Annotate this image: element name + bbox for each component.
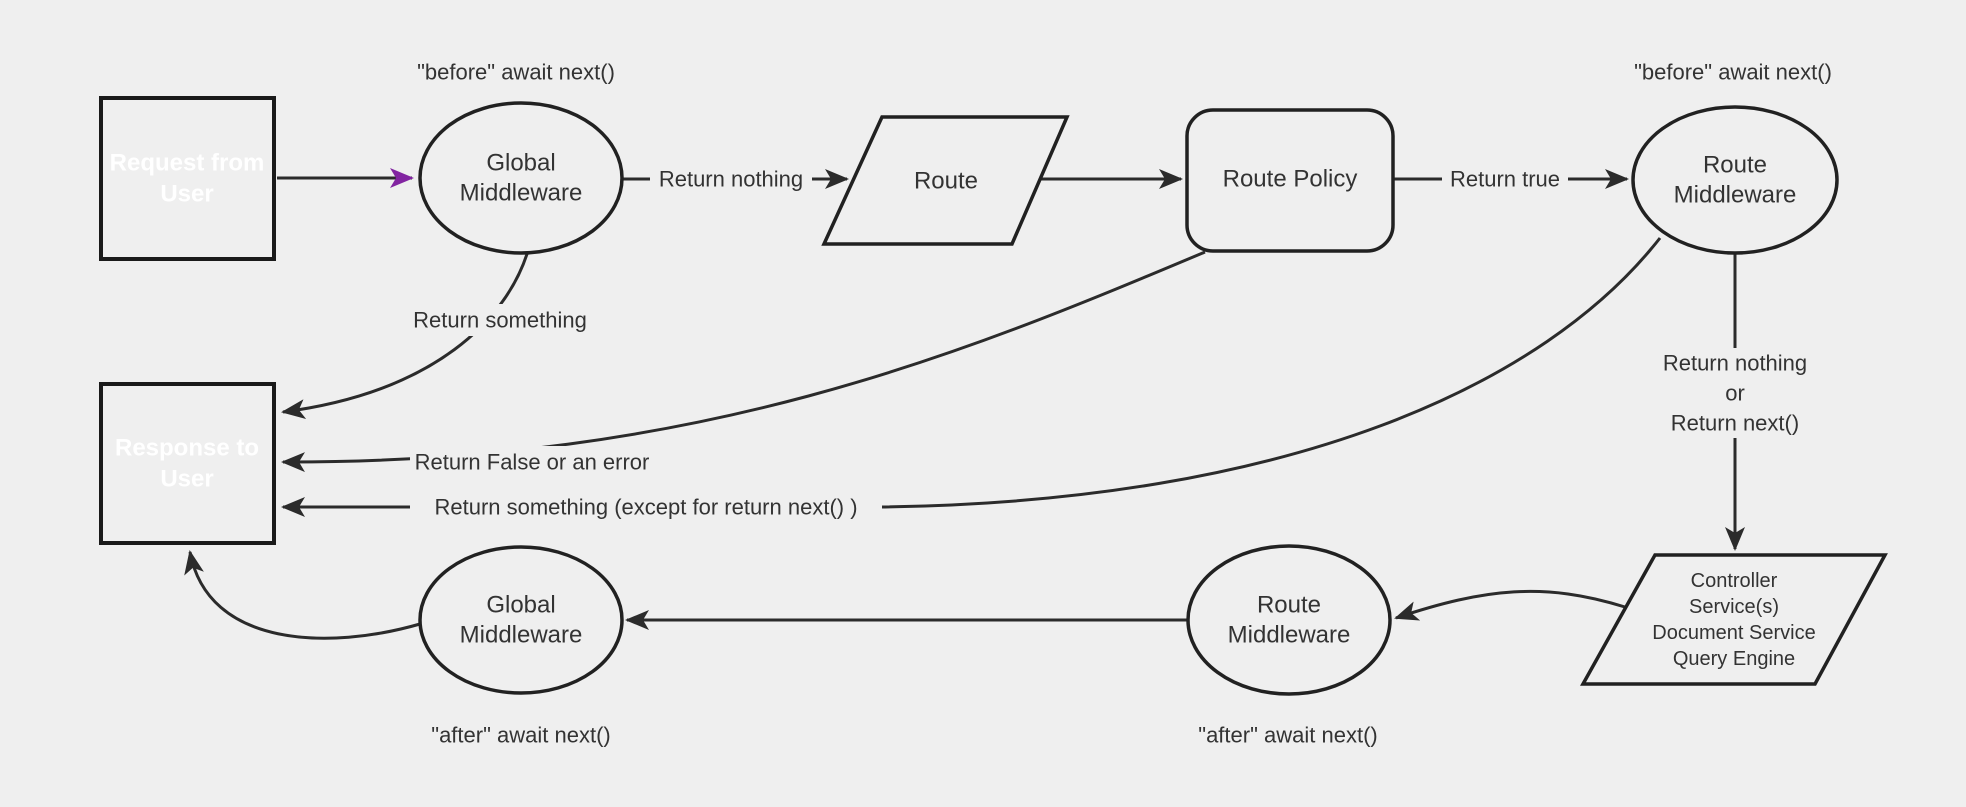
request-from-user-label-line1: Request from [110,150,265,177]
label-return-something-except: Return something (except for return next… [434,495,857,520]
node-route [821,115,1070,246]
edge-controller-to-route-middleware-bottom [1394,589,1626,621]
node-global-middleware-bottom [418,545,624,695]
global-middleware-top-label-line1: Global [486,150,555,177]
controller-services-label-line2: Service(s) [1689,596,1779,618]
route-middleware-top-label-line1: Route [1703,152,1767,179]
label-bg [410,446,654,478]
edge-route-policy-return-false [281,250,1206,473]
label-bg [1442,163,1568,195]
node-global-middleware-top [418,101,624,255]
route-middleware-bottom-label-line2: Middleware [1228,622,1351,649]
label-bg [650,163,812,195]
global-middleware-bottom-label-line1: Global [486,592,555,619]
controller-services-label-line4: Query Engine [1673,648,1795,670]
node-controller-services [1580,553,1888,686]
label-after-await-next-right: "after" await next() [1198,723,1377,748]
label-return-nothing-or-line2: or [1725,381,1745,406]
controller-services-label-line3: Document Service [1652,622,1815,644]
label-return-nothing-or-line3: Return next() [1671,411,1799,436]
controller-services-label-line1: Controller [1691,570,1778,592]
label-bg [1650,408,1820,438]
label-bg [406,304,594,336]
global-middleware-bottom-label-line2: Middleware [460,622,583,649]
route-label: Route [914,168,978,195]
label-return-false-or-error: Return False or an error [415,450,650,475]
response-to-user-label-line2: User [160,466,213,493]
label-return-nothing: Return nothing [659,167,803,192]
label-before-await-next-left: "before" await next() [417,60,615,85]
route-middleware-bottom-label-line1: Route [1257,592,1321,619]
request-from-user-label-line2: User [160,181,213,208]
response-to-user-label-line1: Response to [115,435,259,462]
node-route-policy [1185,108,1395,253]
edge-route-middleware-return-something-except [281,237,1662,517]
route-middleware-top-label-line2: Middleware [1674,182,1797,209]
label-bg [410,491,882,523]
edge-global-middleware-bottom-to-response [184,550,421,640]
node-route-middleware-top [1631,105,1839,255]
node-route-middleware-bottom [1186,544,1392,696]
label-after-await-next-left: "after" await next() [431,723,610,748]
global-middleware-top-label-line2: Middleware [460,180,583,207]
label-before-await-next-right: "before" await next() [1634,60,1832,85]
node-request-from-user [99,96,276,261]
route-policy-label: Route Policy [1223,166,1358,193]
label-return-true: Return true [1450,167,1560,192]
label-bg [1645,348,1825,378]
label-return-nothing-or-line1: Return nothing [1663,351,1807,376]
label-return-something: Return something [413,308,587,333]
node-response-to-user [99,382,276,545]
label-bg [1713,378,1757,408]
edge-global-middleware-return-something [281,253,529,420]
